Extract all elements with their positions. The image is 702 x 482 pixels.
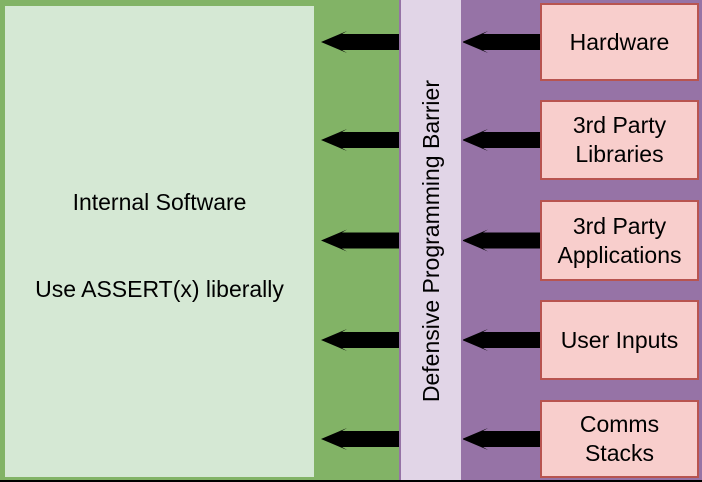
source-box-label: Comms Stacks xyxy=(579,411,660,466)
source-box-label: User Inputs xyxy=(560,326,679,353)
source-box-label: 3rd Party Applications xyxy=(557,212,682,268)
source-box-3rd-party-applications: 3rd Party Applications xyxy=(540,200,699,281)
internal-software-box: Internal Software Use ASSERT(x) liberall… xyxy=(4,5,315,478)
source-box-label: Hardware xyxy=(569,28,670,55)
internal-software-label: Internal Software xyxy=(72,189,247,215)
defensive-barrier-bar: Defensive Programming Barrier xyxy=(399,0,463,482)
assert-note-label: Use ASSERT(x) liberally xyxy=(35,276,284,302)
source-box-hardware: Hardware xyxy=(540,3,699,81)
source-box-user-inputs: User Inputs xyxy=(540,300,699,380)
bottom-edge-line xyxy=(0,480,702,482)
source-box-3rd-party-libraries: 3rd Party Libraries xyxy=(540,100,699,180)
defensive-barrier-label: Defensive Programming Barrier xyxy=(417,79,444,403)
source-box-comms-stacks: Comms Stacks xyxy=(540,400,699,478)
source-box-label: 3rd Party Libraries xyxy=(572,112,667,167)
